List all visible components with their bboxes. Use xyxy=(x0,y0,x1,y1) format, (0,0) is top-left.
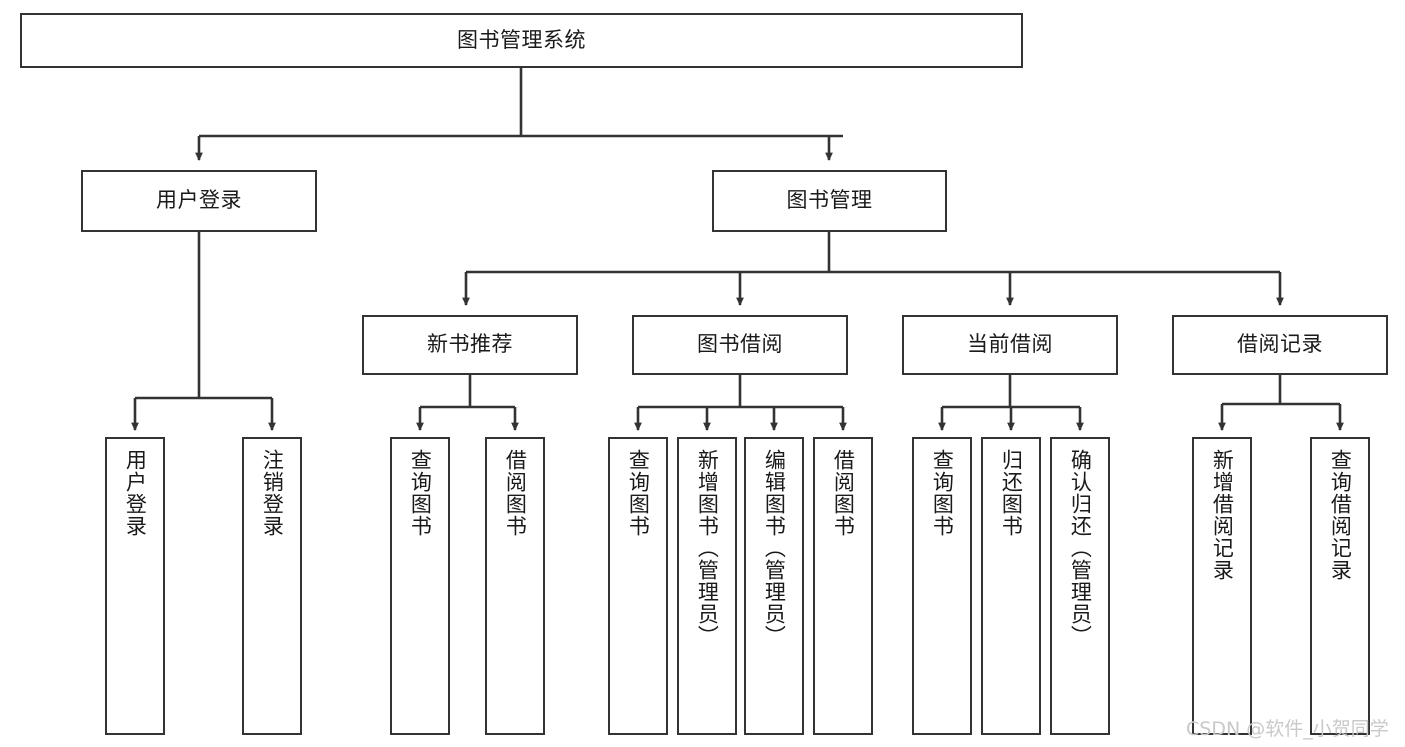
leaf-current-return-book[interactable]: 归还图书 xyxy=(981,437,1041,735)
leaf-record-add-borrow-record[interactable]: 新增借阅记录 xyxy=(1192,437,1252,735)
node-label: 借阅记录 xyxy=(1237,332,1323,357)
leaf-user-logout[interactable]: 注销登录 xyxy=(242,437,302,735)
node-label: 查询借阅记录 xyxy=(1328,449,1353,581)
leaf-record-query-borrow-record[interactable]: 查询借阅记录 xyxy=(1310,437,1370,735)
csdn-watermark: CSDN @软件_小贺同学 xyxy=(1186,718,1389,740)
node-label: 图书管理系统 xyxy=(457,27,586,52)
node-label: 查询图书 xyxy=(626,449,651,537)
node-current-borrow[interactable]: 当前借阅 xyxy=(902,315,1118,375)
leaf-user-login[interactable]: 用户登录 xyxy=(105,437,165,735)
node-root-book-management-system[interactable]: 图书管理系统 xyxy=(20,13,1023,68)
node-label: 借阅图书 xyxy=(831,449,856,537)
node-label: 新增图书（管理员） xyxy=(695,449,720,647)
node-label: 借阅图书 xyxy=(503,449,528,537)
node-label: 用户登录 xyxy=(123,449,148,537)
node-label: 查询图书 xyxy=(408,449,433,537)
leaf-current-confirm-return-admin[interactable]: 确认归还（管理员） xyxy=(1050,437,1110,735)
node-book-borrow[interactable]: 图书借阅 xyxy=(632,315,848,375)
node-label: 归还图书 xyxy=(999,449,1024,537)
node-label: 注销登录 xyxy=(260,449,285,537)
node-label: 图书借阅 xyxy=(697,332,783,357)
leaf-borrow-lend-book[interactable]: 借阅图书 xyxy=(813,437,873,735)
node-user-login[interactable]: 用户登录 xyxy=(81,170,317,232)
node-label: 用户登录 xyxy=(156,188,242,213)
leaf-current-query-book[interactable]: 查询图书 xyxy=(912,437,972,735)
node-label: 当前借阅 xyxy=(967,332,1053,357)
node-label: 新书推荐 xyxy=(427,332,513,357)
node-label: 图书管理 xyxy=(786,188,873,213)
node-borrow-record[interactable]: 借阅记录 xyxy=(1172,315,1388,375)
node-new-book-recommend[interactable]: 新书推荐 xyxy=(362,315,578,375)
leaf-borrow-add-book-admin[interactable]: 新增图书（管理员） xyxy=(677,437,737,735)
leaf-recommend-borrow-book[interactable]: 借阅图书 xyxy=(485,437,545,735)
leaf-borrow-query-book[interactable]: 查询图书 xyxy=(608,437,668,735)
node-label: 查询图书 xyxy=(930,449,955,537)
node-book-manage[interactable]: 图书管理 xyxy=(712,170,947,232)
node-label: 确认归还（管理员） xyxy=(1068,449,1093,647)
node-label: 编辑图书（管理员） xyxy=(762,449,787,647)
leaf-borrow-edit-book-admin[interactable]: 编辑图书（管理员） xyxy=(744,437,804,735)
leaf-recommend-query-book[interactable]: 查询图书 xyxy=(390,437,450,735)
node-label: 新增借阅记录 xyxy=(1210,449,1235,581)
